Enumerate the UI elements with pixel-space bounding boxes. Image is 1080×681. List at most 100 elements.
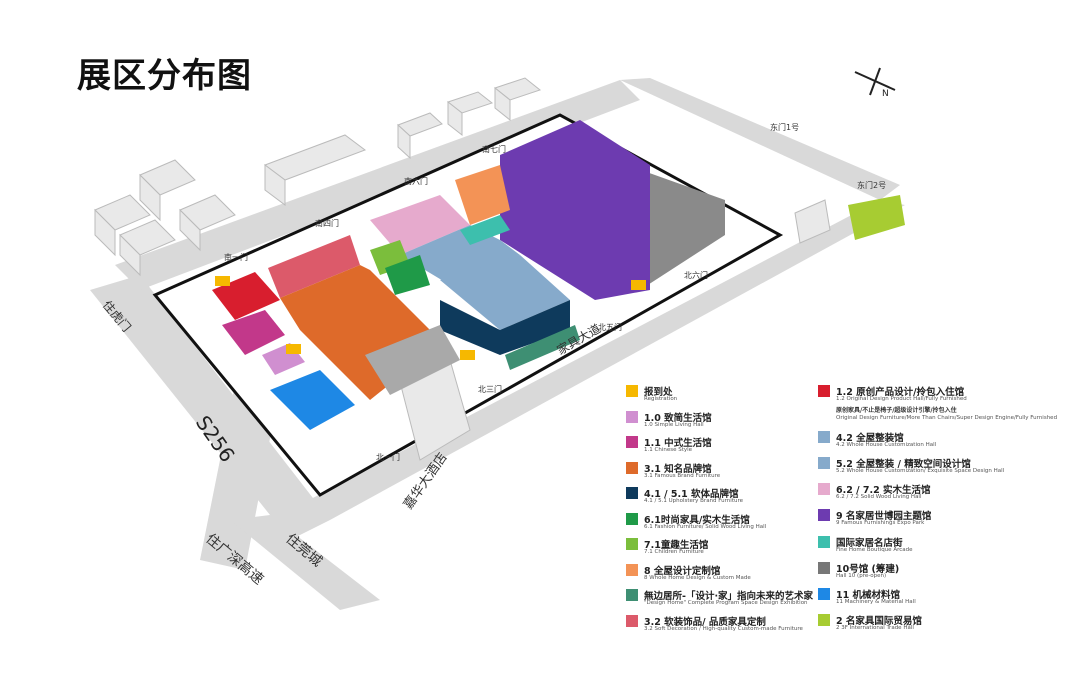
hall-5-1 [500, 300, 570, 355]
hall-8 [455, 165, 510, 225]
design-home [505, 325, 580, 370]
legend-swatch [818, 457, 830, 469]
building-n3-side [494, 86, 511, 122]
legend-sublabel: 4.2 Whole House Customization Hall [836, 442, 937, 448]
legend-sublabel: Registration [644, 396, 678, 402]
legend-label: 1.2 原创产品设计/拎包入住馆 [836, 387, 965, 398]
legend-swatch [626, 589, 638, 601]
hall-5-2 [440, 255, 570, 330]
legend-sublabel: 8 Whole Home Design & Custom Made [644, 574, 751, 581]
halls [212, 120, 905, 430]
gate-east1-label: 东门1号 [770, 122, 799, 132]
gate-south6-label: 南六门 [404, 176, 428, 186]
legend-swatch [818, 562, 830, 574]
hall-3-2 [268, 235, 360, 298]
legend-sublabel: 2 3F International Trade Hall [836, 625, 914, 631]
legend-label: 1.0 致简生活馆 [644, 412, 712, 424]
legend-note-sublabel: Original Design Furniture/More Than Chai… [836, 415, 1058, 421]
legend-label: 6.2 / 7.2 实木生活馆 [836, 485, 931, 496]
gate-north1-label: 北一门 [376, 452, 400, 462]
legend-label: 3.1 知名品牌馆 [644, 463, 712, 475]
page-title: 展区分布图 [77, 56, 252, 96]
road-north [115, 80, 640, 290]
legend-sublabel: 7.1 Children Furniture [644, 549, 704, 555]
hall-6-1 [385, 255, 430, 295]
hall-4-2 [400, 225, 520, 285]
legend-label: 国际家居名店街 [836, 538, 903, 549]
legend-label: 9 名家居世博园主题馆 [836, 511, 932, 522]
legend-label: 1.1 中式生活馆 [644, 438, 712, 449]
legend-label: 3.2 软装饰品/ 品质家具定制 [644, 616, 766, 628]
legend-swatch [626, 487, 638, 499]
legend-label: 2 名家具国际贸易馆 [836, 616, 922, 627]
legend-sublabel: 5.2 Whole House Customization/ Exquisite… [836, 468, 1005, 474]
legend-swatch [626, 461, 638, 474]
legend-sublabel: 11 Machinery & Material Hall [836, 599, 916, 605]
legend-swatch [818, 483, 830, 495]
building-nw4-side [119, 233, 141, 277]
road-west [90, 275, 330, 540]
gate-north5-label: 北五门 [598, 322, 622, 332]
legend-swatch [626, 614, 638, 627]
legend-label: 無边居所-「设计·家」指向未来的艺术家 [644, 591, 814, 602]
hall-2 [848, 195, 905, 240]
registration-marker [460, 350, 475, 360]
legend-label: 7.1童趣生活馆 [644, 540, 709, 551]
legend-swatch [818, 431, 830, 443]
hall-11 [270, 370, 355, 430]
legend-note: 原创家具/不止是椅子/超级设计引擎/拎包入住 [836, 407, 957, 414]
legend-sublabel: 6.2 / 7.2 Solid Wood Living Hall [836, 494, 922, 500]
building-east [794, 199, 831, 244]
legend-label: 11 机械材料馆 [836, 590, 901, 601]
registration-marker [215, 276, 230, 286]
gate-south1-label: 南一门 [224, 252, 248, 262]
compass-icon: N [854, 67, 896, 99]
legend-sublabel: "Design Home" Complete Program Space Des… [644, 600, 808, 606]
legend-swatch [818, 509, 830, 521]
hall-1-1 [222, 310, 285, 355]
gate-east2-label: 东门2号 [857, 180, 886, 190]
hall-9 [500, 120, 650, 300]
legend-sublabel: 1.0 Simple Living Hall [644, 421, 704, 428]
building-long-side [264, 164, 286, 206]
hall-4-1 [440, 300, 500, 355]
legend-swatch [818, 588, 830, 600]
legend-sublabel: 6.1 Fashion Furniture/ Solid Wood Living… [644, 523, 767, 530]
registration-markers [215, 276, 646, 360]
registration-marker [631, 280, 646, 290]
gate-north3-label: 北三门 [478, 384, 502, 394]
legend-swatch [626, 385, 638, 397]
legend-label: 8 全屋设计定制馆 [644, 565, 721, 577]
gate-south4-label: 南四门 [315, 218, 339, 228]
building-n2-side [447, 100, 463, 137]
legend-sublabel: 3.1 Famous Brand Furniture [644, 472, 721, 479]
legend-swatch [626, 538, 638, 550]
hall-grey-center [365, 325, 460, 395]
legend-sublabel: 9 Famous Furnishings Expo Park [836, 520, 925, 526]
hall-6-2 [370, 195, 470, 255]
legend-sublabel: Hall 10 (pre-open) [836, 573, 887, 579]
compass-north: N [882, 89, 889, 99]
legend-swatch [818, 385, 830, 397]
road-guanguan [230, 515, 380, 610]
legend-label: 4.2 全屋整装馆 [836, 433, 904, 444]
legend-sublabel: 3.2 Soft Decoration / High-quality Custo… [644, 625, 803, 632]
legend-label: 5.2 全屋整装 / 精致空间设计馆 [836, 459, 971, 470]
legend-swatch [818, 536, 830, 548]
gate-south7-label: 南七门 [482, 144, 506, 154]
road-east-north [620, 78, 900, 200]
gate-north6-label: 北六门 [684, 270, 708, 280]
legend-label: 6.1时尚家具/实木生活馆 [644, 514, 750, 526]
legend-swatch [818, 614, 830, 626]
legend-label: 报到处 [644, 387, 673, 398]
legend-sublabel: 4.1 / 5.1 Upholstery Brand Furniture [644, 498, 743, 504]
legend-label: 10号馆 (筹建) [836, 564, 900, 575]
building-nw2-side [139, 173, 161, 222]
legend-sublabel: 1.2 Original Design Product Hall/Fully F… [836, 396, 967, 402]
legend-swatch [626, 436, 638, 448]
building-nw3-side [179, 208, 201, 252]
legend-swatch [626, 410, 638, 423]
building-n1-side [397, 123, 411, 160]
